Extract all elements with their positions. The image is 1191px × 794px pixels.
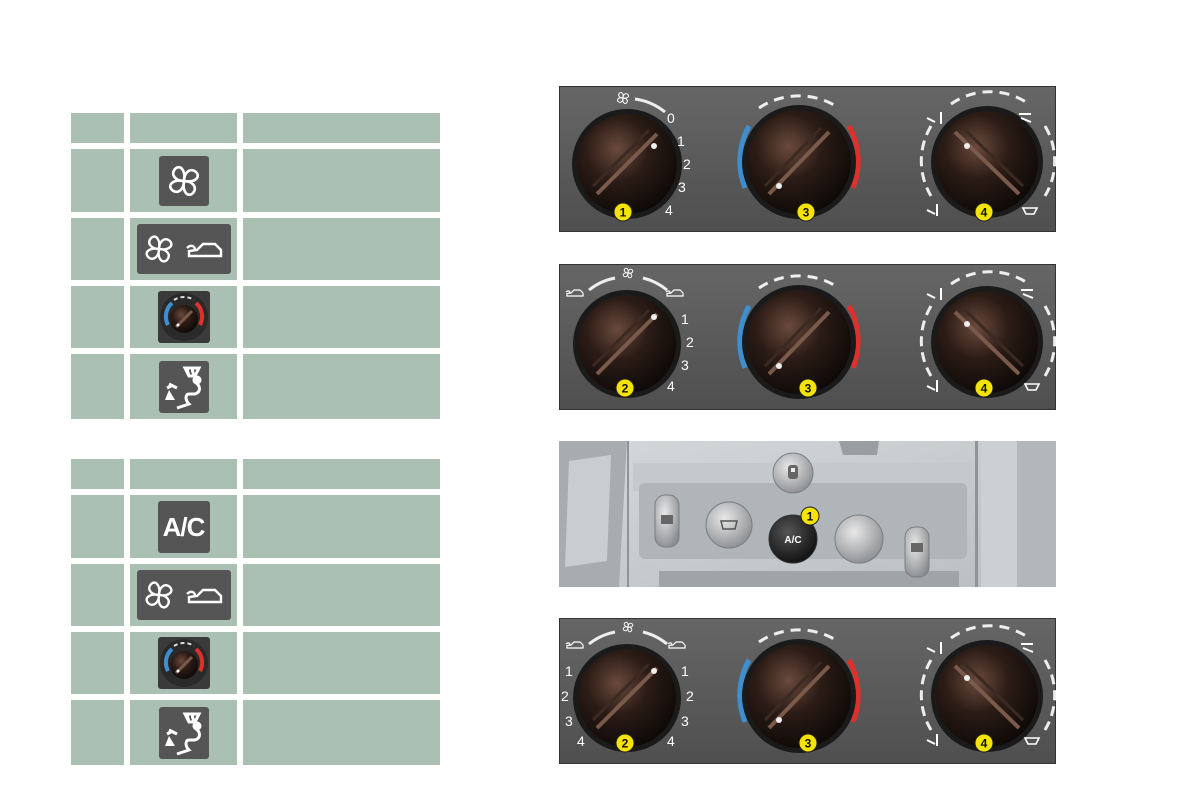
callout-badge: 2 — [615, 378, 635, 398]
fan-recirculation-knob[interactable] — [573, 276, 681, 398]
table-header-row — [71, 459, 440, 489]
ac-button[interactable]: A/C — [768, 514, 818, 564]
fan-scale-label: 1 — [681, 311, 689, 327]
right-scale-label: 3 — [681, 713, 689, 729]
callout-badge: 3 — [798, 378, 818, 398]
right-scale-label: 1 — [681, 663, 689, 679]
temperature-knob[interactable] — [737, 274, 861, 399]
fan-scale-label: 2 — [683, 156, 691, 172]
vent-feet-icon — [926, 734, 938, 746]
table-row — [71, 354, 440, 419]
defrost-feet-icon — [1019, 113, 1032, 123]
right-scale-label: 4 — [667, 733, 675, 749]
ac-icon: A/C — [157, 500, 210, 553]
table-header-row — [71, 113, 440, 143]
air-distribution-knob[interactable] — [919, 270, 1056, 398]
defrost-icon — [1023, 737, 1041, 745]
fan-recirculation-icon — [136, 224, 231, 274]
defrost-feet-icon — [1021, 643, 1034, 653]
fan-icon — [158, 155, 209, 206]
fan-icon — [622, 621, 634, 633]
air-distribution-knob[interactable] — [919, 624, 1056, 752]
svg-text:2: 2 — [622, 737, 629, 751]
temperature-knob[interactable] — [737, 94, 861, 219]
callout-badge: 4 — [974, 733, 994, 753]
header-cell-number — [71, 113, 124, 143]
callout-badge: 2 — [615, 733, 635, 753]
right-scale-label: 2 — [686, 688, 694, 704]
left-scale-label: 4 — [577, 733, 585, 749]
temperature-knob[interactable] — [737, 628, 861, 753]
svg-text:4: 4 — [981, 206, 988, 220]
temperature-dial-icon — [157, 291, 210, 343]
vent-face-icon — [926, 112, 942, 124]
right-rear-window-button[interactable] — [904, 526, 930, 578]
fan-icon — [616, 91, 630, 105]
svg-text:3: 3 — [805, 382, 812, 396]
callout-badge: 4 — [974, 378, 994, 398]
left-scale-label: 3 — [565, 713, 573, 729]
rear-defrost-button[interactable] — [705, 501, 753, 549]
ac-button-label: A/C — [784, 535, 801, 546]
center-lock-button[interactable] — [772, 452, 814, 494]
vent-face-icon — [926, 642, 942, 654]
svg-text:1: 1 — [807, 510, 814, 524]
svg-text:1: 1 — [620, 206, 627, 220]
defrost-icon — [1021, 207, 1039, 215]
fan-scale-label: 3 — [681, 357, 689, 373]
svg-text:3: 3 — [803, 206, 810, 220]
fan-scale-label: 0 — [667, 110, 675, 126]
fan-scale-label: 1 — [677, 133, 685, 149]
fan-scale-label: 4 — [665, 202, 673, 218]
defrost-feet-icon — [1021, 289, 1034, 299]
left-scale-label: 1 — [565, 663, 573, 679]
fan-scale-label: 2 — [686, 334, 694, 350]
air-distribution-knob[interactable] — [919, 90, 1056, 218]
control-panel-1: 0 1 2 3 4 — [559, 86, 1056, 232]
temperature-dial-icon — [157, 637, 210, 689]
callout-badge: 1 — [613, 202, 633, 222]
table-row — [71, 700, 440, 765]
fan-speed-knob[interactable] — [572, 97, 682, 219]
vent-face-icon — [926, 288, 942, 300]
callout-badge: 1 — [800, 506, 820, 526]
header-cell-symbol — [130, 113, 237, 143]
callout-badge: 3 — [796, 202, 816, 222]
svg-text:3: 3 — [805, 737, 812, 751]
fan-recirculation-icon — [136, 570, 231, 620]
table-row — [71, 564, 440, 626]
table-row — [71, 149, 440, 212]
header-cell-function — [243, 113, 440, 143]
fan-recirculation-knob[interactable] — [573, 630, 681, 752]
air-distribution-icon — [158, 360, 209, 413]
vent-feet-icon — [926, 204, 938, 216]
vent-feet-icon — [926, 380, 938, 392]
fan-icon — [622, 267, 634, 279]
blank-button[interactable] — [834, 514, 884, 564]
callout-badge: 3 — [798, 733, 818, 753]
control-panel-2: 1 2 3 4 2 — [559, 264, 1056, 410]
callout-badge: 4 — [974, 202, 994, 222]
svg-text:4: 4 — [981, 737, 988, 751]
svg-text:2: 2 — [622, 382, 629, 396]
table-row — [71, 218, 440, 280]
defrost-icon — [1023, 383, 1041, 391]
table-row — [71, 632, 440, 694]
air-distribution-icon — [158, 706, 209, 759]
left-rear-window-button[interactable] — [654, 494, 680, 548]
left-scale-label: 2 — [561, 688, 569, 704]
svg-text:4: 4 — [981, 382, 988, 396]
table-row — [71, 286, 440, 348]
control-panel-4: 1 2 3 4 1 2 3 4 — [559, 618, 1056, 764]
fan-scale-label: 3 — [678, 179, 686, 195]
dashboard-button-panel: A/C 1 — [559, 441, 1056, 587]
fan-scale-label: 4 — [667, 378, 675, 394]
table-row: A/C — [71, 495, 440, 558]
